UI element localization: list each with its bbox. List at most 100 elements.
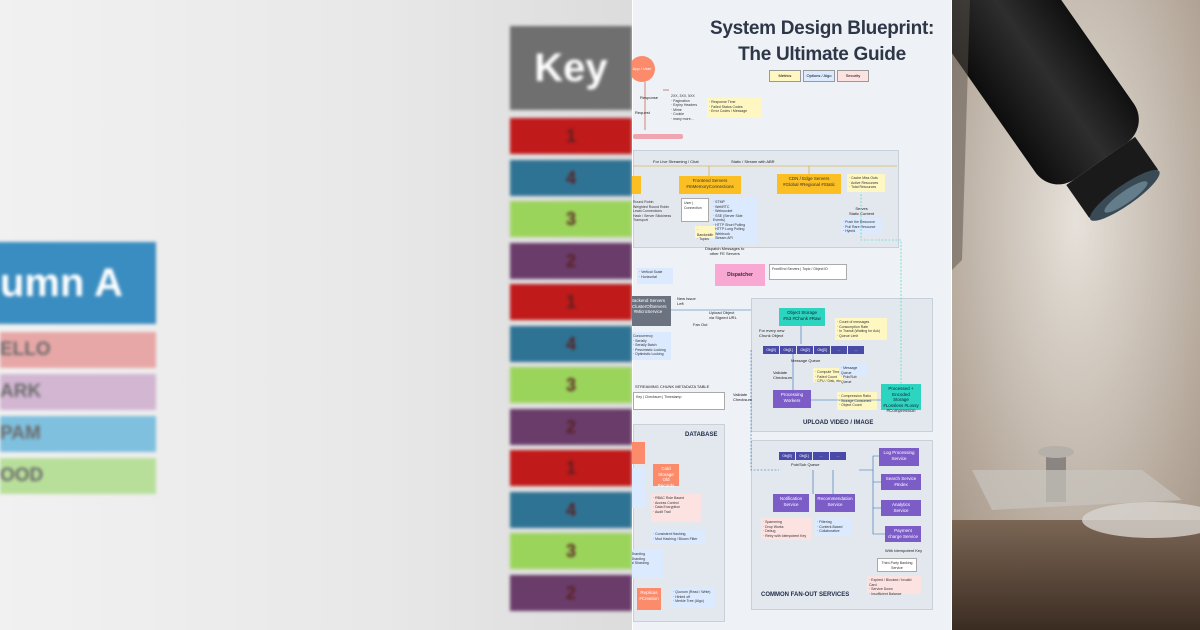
key-cell: 2 xyxy=(510,408,632,445)
frontend-servers-node: Frontend Servers #InMemoryConnections xyxy=(679,176,741,194)
diagram-connectors xyxy=(633,82,902,535)
key-cell: 4 xyxy=(510,325,632,362)
queue-slot: Obj[2] xyxy=(797,346,813,354)
cold-storage-node: Cold Storage Old Records xyxy=(653,464,679,488)
infographic-canvas: System Design Blueprint: The Ultimate Gu… xyxy=(632,0,951,630)
database-node xyxy=(632,442,645,464)
frontend-section xyxy=(633,150,899,248)
backend-servers-node: Backend Servers #ClusterOfServers #Micro… xyxy=(632,296,671,326)
queue-slot: ... xyxy=(830,452,846,460)
queue-slot: Obj[0] xyxy=(779,452,795,460)
wooden-table xyxy=(952,520,1200,630)
live-streaming-label: For Live Streaming / Chat xyxy=(653,159,699,164)
dispatch-messages-label: Dispatch Messages to other FE Servers xyxy=(705,246,745,256)
pubsub-label: Pub/Sub Queue xyxy=(791,462,820,467)
queue-slot: ... xyxy=(831,346,847,354)
db-security-note: · RBAC Role Based · Access Control · Dat… xyxy=(651,494,701,522)
key-header: Key xyxy=(510,26,632,110)
column-a-cell: ELLO xyxy=(0,332,156,368)
log-processing-service: Log Processing Service xyxy=(879,448,919,466)
chunk-table-title: STREAMING CHUNK METADATA TABLE xyxy=(635,384,710,389)
idempotent-label: With Idempotent Key xyxy=(885,548,923,553)
scale-note: · Vertical Scale · Horizontal xyxy=(637,268,673,284)
objective-lens-group xyxy=(952,0,1160,221)
key-cell: 4 xyxy=(510,491,632,528)
checksum-to-pubsub xyxy=(750,350,779,471)
key-cell: 1 xyxy=(510,450,632,486)
load-balancer-node xyxy=(632,176,641,194)
request-label: Request xyxy=(635,110,650,115)
compute-metrics-note: · Compute Time · Failed Count · CPU / Di… xyxy=(813,368,843,383)
chunk-metadata-table: Key | Checksum | Timestamp xyxy=(633,392,725,410)
column-a-cell: OOD xyxy=(0,458,156,494)
key-cell: 2 xyxy=(510,242,632,279)
recommendation-service: Recommendation Service xyxy=(815,494,855,512)
dispatcher-node: Dispatcher xyxy=(715,264,765,286)
request-bar xyxy=(633,134,683,139)
queue-slot: Obj[3] xyxy=(814,346,830,354)
objective-nose xyxy=(1066,136,1159,218)
stage-post-top xyxy=(1038,446,1074,458)
compression-metrics-note: · Compression Ratio · Storage Consumed ·… xyxy=(837,392,877,410)
specimen-stage xyxy=(972,470,1182,510)
upload-object-label: Upload Object via Signed URL xyxy=(709,310,737,320)
user-connection-table: User | Connection xyxy=(681,198,709,222)
cdn-to-storage-dashed xyxy=(860,194,902,384)
serves-note: · Push the Resource · Pull Rare Resource… xyxy=(841,218,881,234)
system-design-infographic: System Design Blueprint: The Ultimate Gu… xyxy=(632,0,952,630)
static-stream-label: Static / Stream with ABR xyxy=(731,159,775,164)
column-a-cell: PAM xyxy=(0,416,156,452)
upload-section-title: UPLOAD VIDEO / IMAGE xyxy=(803,420,874,426)
notification-note: · Spamming · Drop Works · Debug · Retry … xyxy=(761,518,811,540)
processing-workers-node: Processing Workers xyxy=(773,390,811,408)
concurrency-note: Concurrency · Serially · Serially Batch … xyxy=(632,332,671,360)
infographic-title-line2: The Ultimate Guide xyxy=(738,44,906,65)
pubsub-to-services xyxy=(812,470,834,494)
fanout-section-title: COMMON FAN-OUT SERVICES xyxy=(761,592,850,598)
recommendation-note: · Filtering · Content-Based · Collaborat… xyxy=(815,518,851,536)
quorum-note: · Quorum (Read / Write) · Hinted off · M… xyxy=(671,588,715,608)
stage-plate xyxy=(1082,502,1200,538)
tag-options-algo: Options / Algo xyxy=(803,70,835,82)
key-cell: 2 xyxy=(510,574,632,611)
metrics-note: · Response Time · Failed Status Codes · … xyxy=(707,98,761,118)
third-party-banking: Third-Party Banking Service xyxy=(877,558,917,572)
objective-barrel xyxy=(952,0,1139,185)
serves-static-label: Serves Static Content xyxy=(849,206,875,216)
queue-slot: ... xyxy=(848,346,864,354)
notification-service: Notification Service xyxy=(773,494,809,512)
replicas-node: Replicas #Creation xyxy=(637,588,661,610)
payment-service: Payment charge Service xyxy=(885,526,921,542)
tag-security: Security xyxy=(837,70,869,82)
response-label: Response xyxy=(640,95,659,100)
dispatch-table: FrontEnd Servers | Topic / Object ID xyxy=(769,264,847,280)
queue-type-note: · Message Queue · Pub/Sub Queue xyxy=(839,364,867,384)
key-cell: 4 xyxy=(510,159,632,196)
key-cell: 3 xyxy=(510,201,632,237)
processed-storage-node: Processed + Encoded Storage #Lossless #L… xyxy=(881,384,921,413)
bandwidth-note: · Bandwidth · Topics xyxy=(695,226,715,241)
microscope-photo xyxy=(952,0,1200,630)
cdn-edge-servers-node: CDN / Edge Servers #Global #Regional #St… xyxy=(777,174,841,194)
app-user-node: App / User xyxy=(632,56,655,82)
queue-slot: Obj[0] xyxy=(763,346,779,354)
database-title: DATABASE xyxy=(685,432,718,438)
microscope-arm xyxy=(952,0,970,270)
microscope-illustration xyxy=(952,0,1200,630)
every-chunk-label: For every new Chunk Object xyxy=(759,328,785,338)
response-notes: 2XX, 3XX, 5XX · Pagination · Expiry Head… xyxy=(671,94,698,121)
validate-checksum-label: Validate Checksum xyxy=(773,370,792,380)
column-a-header: umn A xyxy=(0,242,156,324)
validate-checksum-label-2: Validate Checksum xyxy=(733,392,752,402)
cdn-metrics-note: · Cache Miss Outs · Active Resources · T… xyxy=(847,174,885,192)
objective-glass xyxy=(1104,181,1148,213)
pubsub-fanout xyxy=(859,455,885,535)
queue-slot: ... xyxy=(813,452,829,460)
key-cell: 1 xyxy=(510,118,632,154)
object-storage-metrics-note: · Count of messages · Consumption Rate ·… xyxy=(835,318,887,340)
infographic-title-line1: System Design Blueprint: xyxy=(709,18,934,39)
message-queue-label: Message Queue xyxy=(791,358,821,363)
queue-slot: Obj[1] xyxy=(796,452,812,460)
load-balancer-algos-note: Round Robin Weighted Round Robin Least C… xyxy=(633,200,672,222)
